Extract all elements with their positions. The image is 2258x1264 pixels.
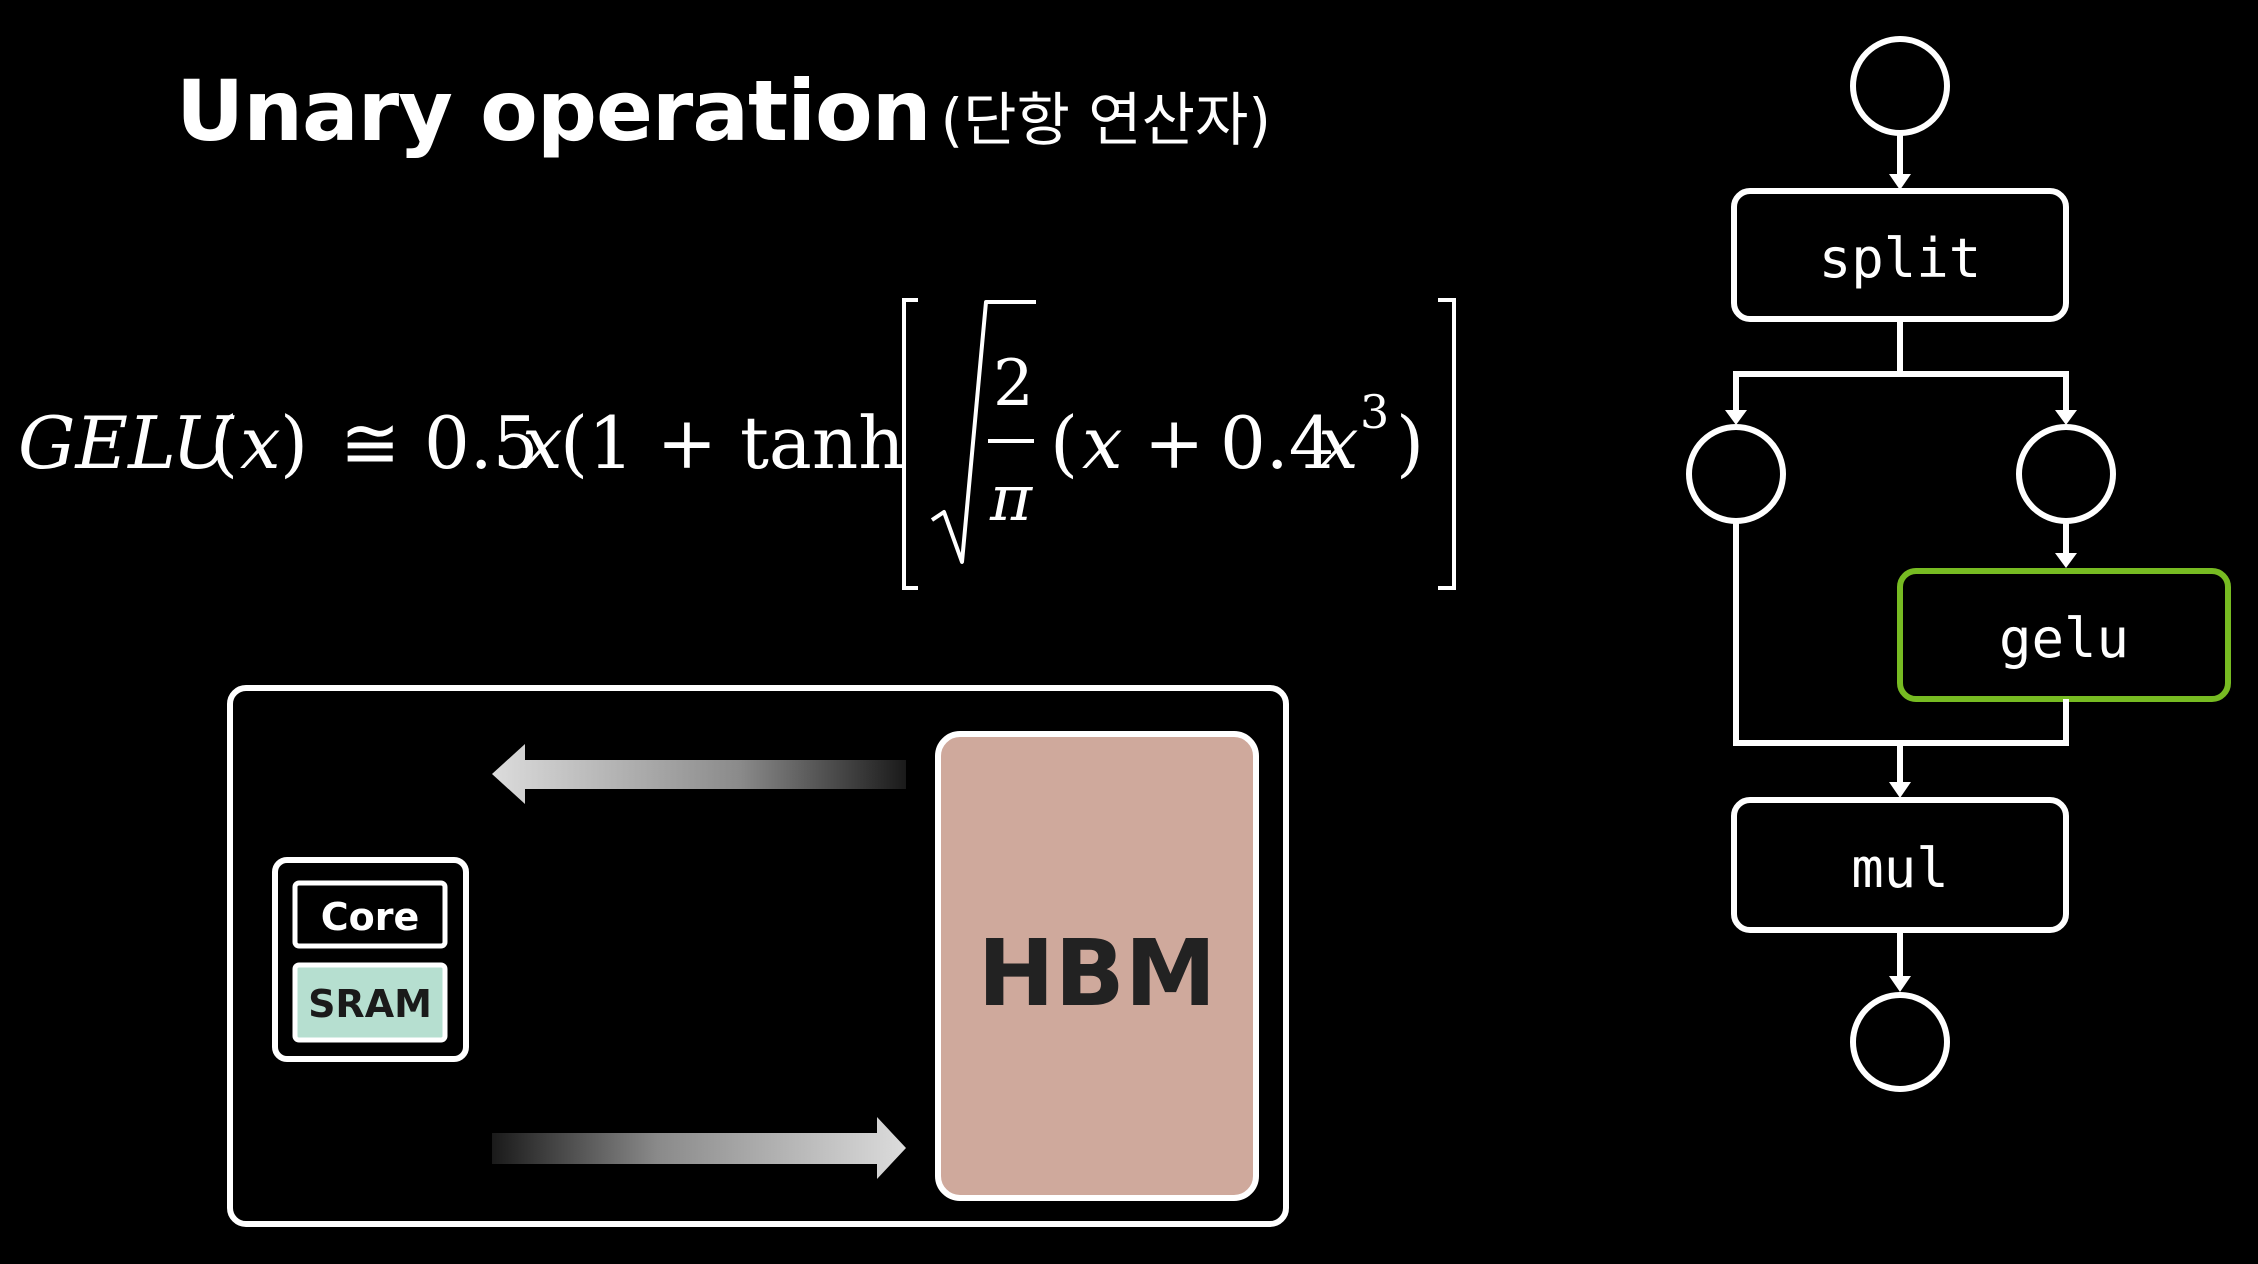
mul-label: mul [1851, 837, 1949, 900]
read-arrow [492, 744, 906, 804]
formula-one-plus-tanh: (1 + tanh [560, 401, 905, 485]
formula-bracket-right [1438, 298, 1456, 590]
compute-module [272, 857, 469, 1062]
edge-split-right [1900, 371, 2069, 412]
title-subtitle: (단항 연산자) [940, 86, 1272, 154]
formula-inner-paren-open: ( [1050, 401, 1078, 485]
formula-coef: 0.4 [1220, 401, 1335, 485]
hbm-box [935, 731, 1259, 1201]
split-label: split [1819, 227, 1982, 290]
sram-label: SRAM [308, 982, 432, 1026]
sram-box [292, 962, 448, 1043]
formula-sqrt-sign [930, 300, 1036, 564]
formula-approx: ≅ [340, 401, 400, 485]
hbm-label: HBM [978, 920, 1217, 1027]
formula-var-4: x [1318, 401, 1359, 485]
edge-left-mul [1733, 521, 1900, 746]
arrowhead-mul [1889, 782, 1911, 798]
arrowhead-split [1889, 174, 1911, 190]
formula-denominator: π [989, 462, 1033, 536]
formula-plus: + [1144, 401, 1204, 485]
core-label: Core [321, 895, 420, 939]
core-box [292, 880, 448, 949]
arrowhead-output [1889, 976, 1911, 992]
gelu-formula: GELU ( x ) ≅ 0.5 x (1 + tanh 2 π ( x + 0… [18, 298, 1456, 590]
title-main: Unary operation [176, 62, 931, 160]
page-title: Unary operation(단항 연산자) [176, 62, 1271, 160]
branch-left-node [1686, 424, 1786, 524]
gelu-label: gelu [1999, 607, 2129, 670]
graph-output-node [1850, 992, 1950, 1092]
formula-paren-close: ) [280, 401, 308, 485]
formula-numerator: 2 [993, 347, 1034, 421]
arrowhead-left-branch [1725, 410, 1747, 425]
formula-half: 0.5 [424, 401, 539, 485]
formula-var-1: x [240, 401, 281, 485]
formula-bracket-left [902, 298, 918, 590]
arrowhead-right-branch [2055, 410, 2077, 425]
formula-var-3: x [1082, 401, 1123, 485]
compute-graph [1686, 36, 2231, 1092]
formula-paren-open: ( [210, 401, 238, 485]
formula-exponent: 3 [1360, 385, 1389, 439]
chip-outline [227, 685, 1289, 1227]
arrowhead-gelu [2055, 553, 2077, 568]
formula-var-2: x [522, 401, 563, 485]
edge-split-left [1733, 319, 1903, 412]
formula-fn-name: GELU [18, 401, 235, 485]
branch-right-node [2016, 424, 2116, 524]
memory-diagram: Core SRAM HBM [227, 685, 1289, 1227]
formula-inner-paren-close: ) [1396, 401, 1424, 485]
graph-input-node [1850, 36, 1950, 136]
edge-gelu-mul [1897, 699, 2069, 784]
write-arrow [492, 1117, 906, 1179]
